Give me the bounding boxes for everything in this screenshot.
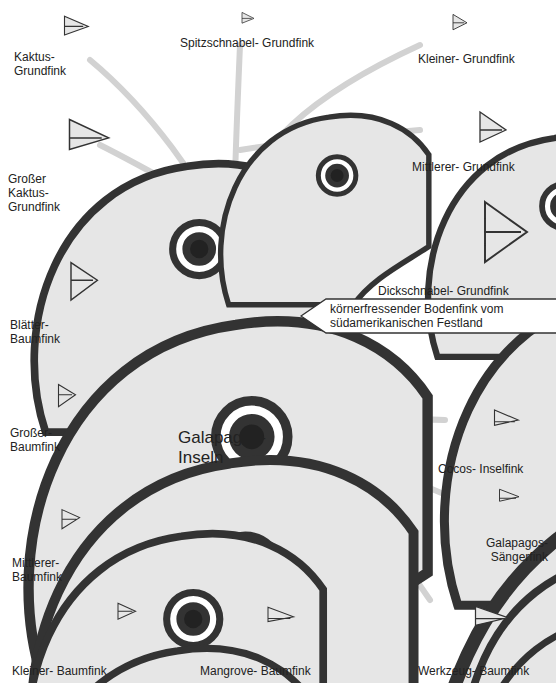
species-label: Großer- Baumfink [10, 426, 74, 454]
species-label: Kleiner- Grundfink [418, 52, 515, 66]
finch-heads [28, 12, 556, 683]
species-label: Spitzschnabel- Grundfink [180, 36, 314, 50]
species-label: Werkzeug- Baumfink [418, 664, 529, 678]
origin-text: körnerfressender Bodenfink vom südamerik… [330, 302, 505, 330]
species-label: Großer Kaktus- Grundfink [8, 172, 72, 214]
species-label: Blätter- Baumfink [10, 318, 74, 346]
species-label: Mittlerer- Baumfink [12, 556, 82, 584]
species-label: Mittlerer- Grundfink [412, 160, 515, 174]
species-label: Cocos- Inselfink [438, 462, 523, 476]
species-label: Kaktus- Grundfink [14, 50, 76, 78]
origin-arrow-box: körnerfressender Bodenfink vom südamerik… [300, 298, 556, 334]
species-label: Mangrove- Baumfink [200, 664, 311, 678]
species-label: Galapagos- Sängerfink [452, 536, 548, 564]
region-label: Galapagos- Inseln [178, 428, 278, 468]
species-label: Dickschnabel- Grundfink [378, 284, 509, 298]
species-label: Kleiner- Baumfink [12, 664, 107, 678]
